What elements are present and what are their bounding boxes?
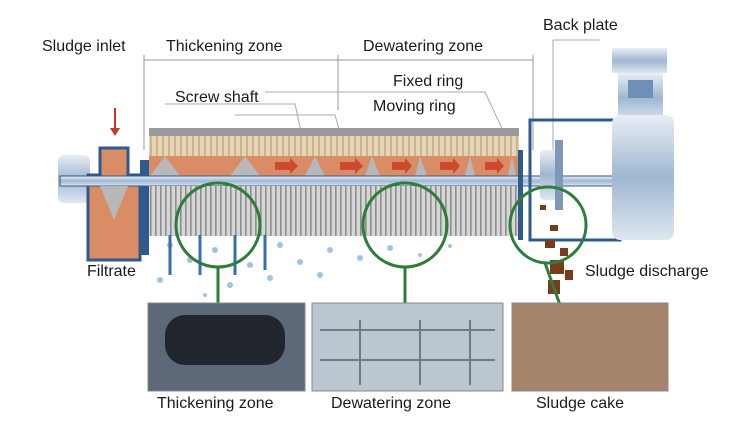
- moving-rings: [149, 186, 519, 236]
- dewatering-zone-photo: [311, 302, 504, 392]
- label-sludge-inlet: Sludge inlet: [42, 38, 126, 55]
- front-plate: [140, 160, 149, 255]
- label-moving-ring: Moving ring: [373, 98, 456, 115]
- label-thickening-zone: Thickening zone: [166, 38, 283, 55]
- sludge-cake-photo: [511, 302, 669, 392]
- caption-sludge-cake: Sludge cake: [536, 395, 625, 412]
- screw-shaft: [59, 175, 661, 187]
- screw-flights: [150, 156, 516, 176]
- label-screw-shaft: Screw shaft: [175, 89, 259, 106]
- sludge-cake-particles: [540, 205, 573, 294]
- magnifier-circles: [174, 181, 588, 306]
- motor: [612, 48, 667, 73]
- label-sludge-discharge: Sludge discharge: [585, 263, 709, 280]
- label-back-plate: Back plate: [543, 17, 618, 34]
- leader-lines: [165, 39, 600, 155]
- flow-arrows: [275, 158, 504, 174]
- label-filtrate: Filtrate: [87, 263, 136, 280]
- zone-dimension-line: [143, 55, 534, 150]
- fixed-rings: [149, 136, 519, 156]
- caption-thickening-zone: Thickening zone: [157, 395, 274, 412]
- filtrate-arrows-icon: [168, 235, 267, 275]
- caption-dewatering-zone: Dewatering zone: [331, 395, 452, 412]
- label-dewatering-zone: Dewatering zone: [363, 38, 484, 55]
- sludge-layer: [149, 156, 519, 176]
- label-fixed-ring: Fixed ring: [393, 73, 464, 90]
